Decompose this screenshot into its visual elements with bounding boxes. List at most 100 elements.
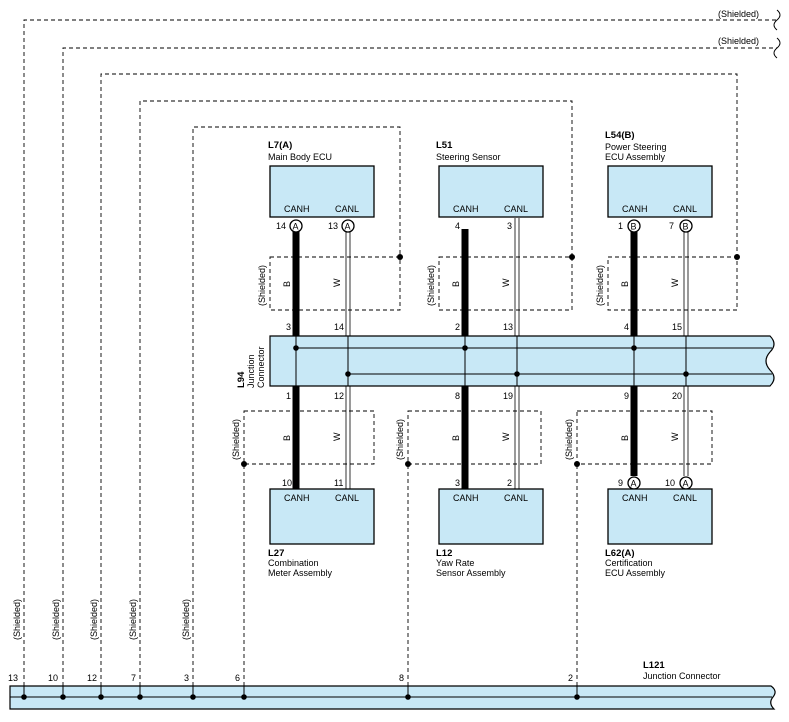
svg-text:W: W [501, 278, 511, 287]
svg-text:10: 10 [48, 673, 58, 683]
connector-name: Junction Connector [643, 671, 721, 681]
svg-text:B: B [282, 281, 292, 287]
connector-name: Connector [256, 346, 266, 388]
canh-label: CANH [284, 204, 310, 214]
shield-label-top-1: (Shielded) [257, 265, 267, 306]
connector-marker-icon [289, 219, 303, 233]
pin-number: 10 [282, 478, 292, 488]
svg-text:13: 13 [503, 322, 513, 332]
canl-label: CANL [504, 493, 528, 503]
junction-connector-l121: L121 Junction Connector [9, 660, 776, 710]
svg-text:W: W [332, 432, 342, 441]
canh-label: CANH [453, 204, 479, 214]
pin-number: 14 [276, 221, 286, 231]
svg-text:W: W [670, 278, 680, 287]
top-shield-boxes [269, 256, 738, 311]
can-high-wires [292, 229, 638, 492]
ecu-name: Combination [268, 558, 319, 568]
wire-color-labels: B W B W B W B W B W B W [282, 278, 680, 441]
connector-code: L121 [643, 660, 665, 671]
ecu-name: ECU Assembly [605, 152, 666, 162]
ecu-l62-certification: 9 10 A A CANH CANL L62(A) Certification … [605, 476, 713, 578]
shield-label-drain-3: (Shielded) [89, 599, 99, 640]
ecu-name: Steering Sensor [436, 152, 501, 162]
ecu-code: L54(B) [605, 130, 635, 141]
canl-label: CANL [504, 204, 528, 214]
ecu-name: Sensor Assembly [436, 568, 506, 578]
svg-text:A: A [631, 479, 637, 489]
bottom-shield-boxes [243, 410, 713, 465]
svg-text:B: B [282, 435, 292, 441]
pin-number: 2 [507, 478, 512, 488]
top-shield-dots [397, 254, 740, 260]
shield-label-drain-5: (Shielded) [181, 599, 191, 640]
svg-text:A: A [683, 479, 689, 489]
ecu-name: Meter Assembly [268, 568, 333, 578]
shield-label-2: (Shielded) [718, 36, 759, 46]
shield-label-bottom-2: (Shielded) [395, 419, 405, 460]
svg-text:14: 14 [334, 322, 344, 332]
svg-text:15: 15 [672, 322, 682, 332]
ecu-l54-power-steering: L54(B) Power Steering ECU Assembly CANH … [605, 130, 713, 233]
l121-pin-numbers: 13 10 12 7 3 6 8 2 [8, 673, 573, 683]
shield-drain-lines [23, 19, 777, 686]
canh-label: CANH [622, 493, 648, 503]
svg-text:W: W [332, 278, 342, 287]
shield-label-top-3: (Shielded) [595, 265, 605, 306]
svg-text:8: 8 [399, 673, 404, 683]
ecu-code: L62(A) [605, 548, 635, 559]
ecu-name: Power Steering [605, 142, 667, 152]
svg-text:1: 1 [286, 391, 291, 401]
pin-number: 7 [669, 221, 674, 231]
pin-number: 3 [455, 478, 460, 488]
svg-text:6: 6 [235, 673, 240, 683]
shield-label-bottom-3: (Shielded) [564, 419, 574, 460]
svg-text:B: B [683, 222, 689, 232]
svg-text:12: 12 [334, 391, 344, 401]
shield-label-drain-2: (Shielded) [51, 599, 61, 640]
canl-label: CANL [673, 204, 697, 214]
svg-text:W: W [670, 432, 680, 441]
ecu-code: L51 [436, 140, 453, 151]
pin-number: 4 [455, 221, 460, 231]
pin-number: 3 [507, 221, 512, 231]
pin-number: 10 [665, 478, 675, 488]
connector-code: L94 [236, 371, 247, 388]
canh-label: CANH [453, 493, 479, 503]
l94-pin-numbers: 3 14 2 13 4 15 1 12 8 19 9 20 [286, 322, 682, 401]
shield-label-1: (Shielded) [718, 9, 759, 19]
svg-text:19: 19 [503, 391, 513, 401]
ecu-name: Main Body ECU [268, 152, 332, 162]
bottom-shield-dots [241, 461, 580, 467]
svg-text:8: 8 [455, 391, 460, 401]
pin-number: 9 [618, 478, 623, 488]
ecu-code: L12 [436, 548, 452, 559]
pin-number: 13 [328, 221, 338, 231]
junction-connector-l94: L94 Junction Connector [236, 335, 775, 388]
connector-name: Junction [246, 354, 256, 388]
svg-text:W: W [501, 432, 511, 441]
svg-text:2: 2 [455, 322, 460, 332]
svg-text:B: B [620, 281, 630, 287]
ecu-code: L7(A) [268, 140, 292, 151]
svg-text:B: B [451, 281, 461, 287]
can-low-wires [345, 218, 689, 492]
svg-text:B: B [451, 435, 461, 441]
canh-label: CANH [622, 204, 648, 214]
pin-number: 11 [334, 478, 343, 488]
canh-label: CANH [284, 493, 310, 503]
connector-marker-icon [679, 219, 693, 233]
svg-text:4: 4 [624, 322, 629, 332]
shield-label-drain-1: (Shielded) [12, 599, 22, 640]
shield-label-drain-4: (Shielded) [128, 599, 138, 640]
svg-text:3: 3 [184, 673, 189, 683]
ecu-l51-steering-sensor: L51 Steering Sensor CANH CANL 4 3 [436, 140, 544, 231]
svg-text:9: 9 [624, 391, 629, 401]
canl-label: CANL [335, 204, 359, 214]
canl-label: CANL [673, 493, 697, 503]
canl-label: CANL [335, 493, 359, 503]
svg-text:20: 20 [672, 391, 682, 401]
connector-marker-icon [627, 219, 641, 233]
pin-number: 1 [618, 221, 623, 231]
